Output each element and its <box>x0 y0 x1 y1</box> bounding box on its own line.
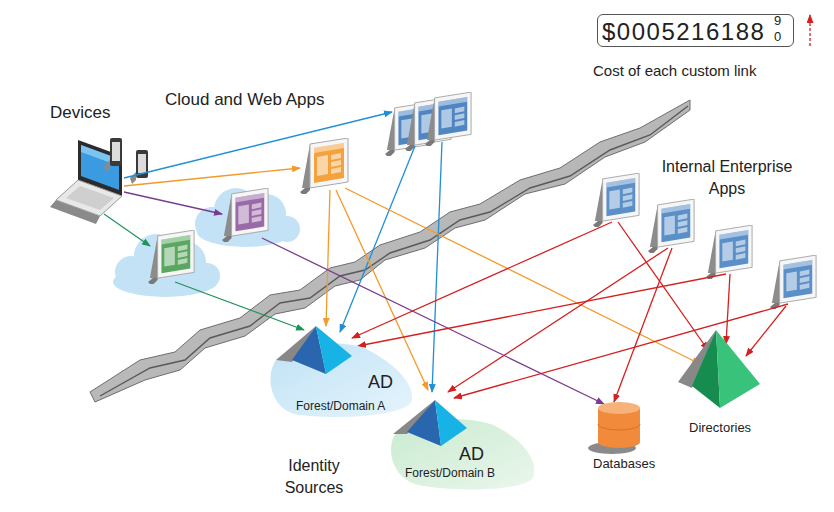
ad-forest: AD Forest/Domain A <box>264 320 416 420</box>
arrow <box>352 222 612 338</box>
counter-digit-holder: 0 <box>774 29 781 45</box>
arrow <box>124 192 222 214</box>
group-label-holder: Identity Sources <box>272 455 356 499</box>
directory-pyramid: Directories <box>672 326 768 438</box>
app-window <box>593 173 639 229</box>
node-title-holder: AD <box>368 371 393 393</box>
node-title: AD <box>459 443 484 465</box>
node-title-holder: AD <box>459 443 484 465</box>
arrow <box>124 112 392 178</box>
app-window <box>300 138 348 196</box>
node-label-holder: Databases <box>593 456 655 472</box>
node-label-holder: Directories <box>689 420 751 436</box>
node-subtitle-holder: Forest/Domain B <box>405 466 495 480</box>
counter-caption-holder: Cost of each custom link <box>593 62 756 80</box>
app-window <box>425 92 471 148</box>
counter-value-holder: $0005216188 <box>602 17 765 46</box>
arrow-set <box>104 15 810 404</box>
arrow <box>448 248 668 392</box>
app-window <box>648 199 694 255</box>
app-window <box>706 225 752 281</box>
group-label: Internal Enterprise Apps <box>652 156 802 200</box>
group-label-holder: Cloud and Web Apps <box>165 90 324 110</box>
node-label: Directories <box>689 420 751 436</box>
group-label-holder: Internal Enterprise Apps <box>652 156 802 200</box>
counter-value: $0005216188 <box>602 17 765 46</box>
counter-digit: 0 <box>774 29 781 45</box>
counter-digit-holder: 9 <box>774 13 781 29</box>
arrow <box>104 214 150 246</box>
counter-caption: Cost of each custom link <box>593 62 756 80</box>
group-label: Identity Sources <box>272 455 356 499</box>
ad-forest: ADForest/Domain B <box>383 396 539 490</box>
group-label: Devices <box>50 103 110 123</box>
node-subtitle: Forest/Domain B <box>405 466 495 480</box>
arrow <box>124 168 300 186</box>
arrow <box>726 274 730 344</box>
arrow <box>175 282 304 330</box>
arrow <box>358 274 726 346</box>
arrow <box>746 306 786 356</box>
cost-counter: $000521618890Cost of each custom link <box>597 14 794 47</box>
node-label: Databases <box>593 456 655 472</box>
counter-digit: 9 <box>774 13 781 29</box>
arrow <box>326 190 330 326</box>
node-title: AD <box>368 371 393 393</box>
counter-arrow <box>809 15 810 46</box>
arrow <box>432 142 442 392</box>
node-subtitle: Forest/Domain A <box>296 399 385 413</box>
arrow <box>340 146 415 332</box>
arrow <box>614 248 672 402</box>
app-window <box>222 188 268 244</box>
group-label: Cloud and Web Apps <box>165 90 324 110</box>
cloud <box>195 188 300 247</box>
node-subtitle-holder: Forest/Domain A <box>296 399 385 413</box>
app-window <box>770 255 816 311</box>
app-window <box>148 230 194 286</box>
group-label-holder: Devices <box>50 103 110 123</box>
database-cylinder: Databases <box>582 398 666 476</box>
